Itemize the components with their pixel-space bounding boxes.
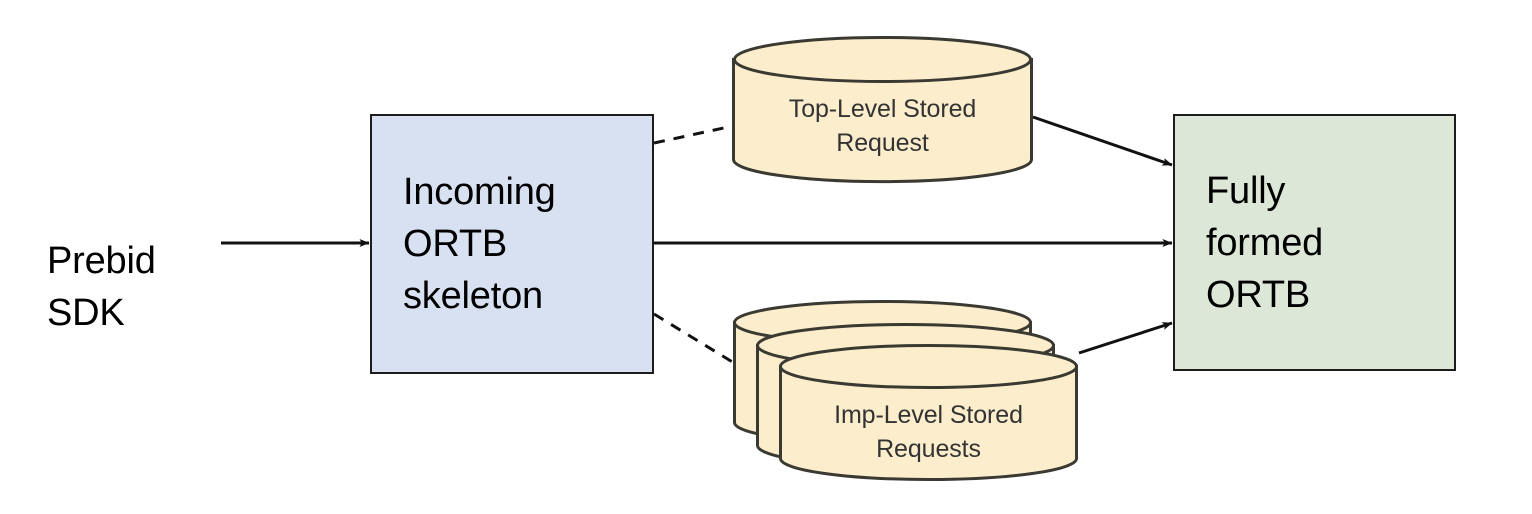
imp-level-cylinder-front bbox=[779, 344, 1078, 481]
node-imp-level-stored-requests-label: Imp-Level Stored Requests bbox=[834, 401, 1023, 463]
node-prebid-sdk-label: Prebid SDK bbox=[47, 240, 156, 334]
edge-toplevel-to-output bbox=[1032, 115, 1173, 167]
edge-implevel-to-output bbox=[1078, 321, 1173, 355]
imp-level-stored-requests-cylinder-stack-shape bbox=[733, 300, 1078, 481]
node-top-level-stored-request: Top-Level Stored Request bbox=[732, 36, 1033, 184]
node-fully-formed-ortb: Fully formed ORTB bbox=[1173, 114, 1456, 371]
edge-incoming-to-implevel bbox=[653, 312, 740, 368]
top-level-stored-request-cylinder-shape bbox=[732, 36, 1033, 184]
node-fully-formed-ortb-label: Fully formed ORTB bbox=[1206, 169, 1324, 316]
node-imp-level-stored-requests: Imp-Level Stored Requests bbox=[732, 298, 1082, 488]
node-top-level-stored-request-label: Top-Level Stored Request bbox=[788, 95, 977, 157]
node-incoming-ortb-skeleton: Incoming ORTB skeleton bbox=[370, 114, 654, 374]
edge-incoming-to-toplevel bbox=[653, 124, 734, 145]
node-incoming-ortb-skeleton-label: Incoming ORTB skeleton bbox=[403, 171, 556, 317]
node-prebid-sdk: Prebid SDK bbox=[47, 183, 227, 339]
